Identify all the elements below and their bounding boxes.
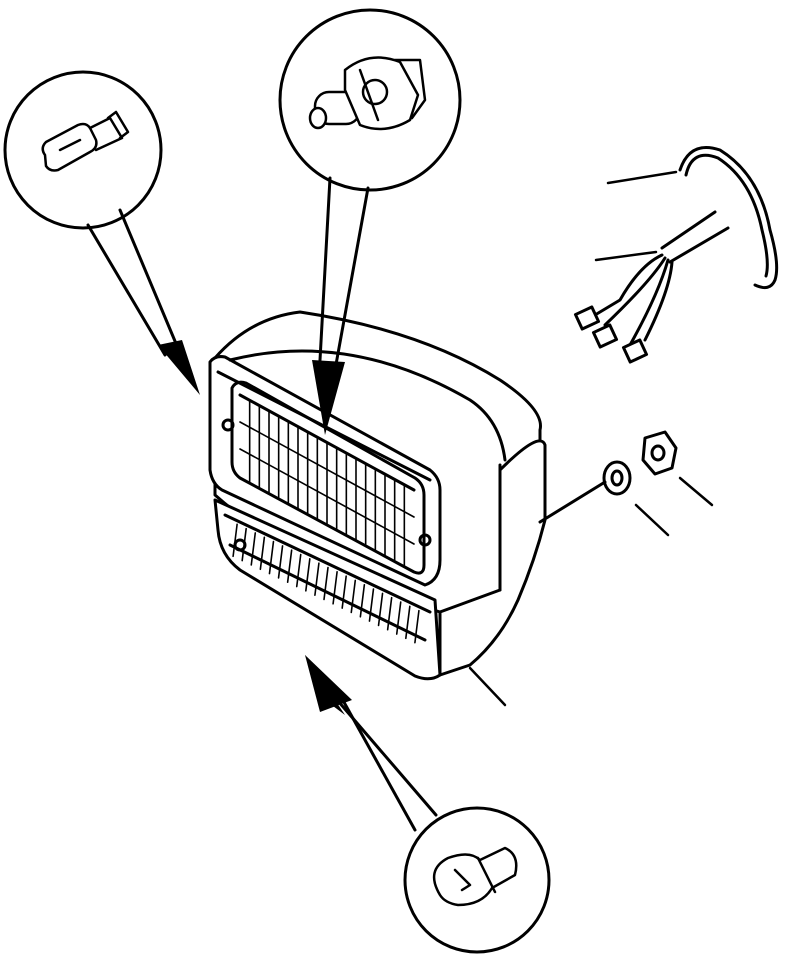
lower-lens-rib xyxy=(286,549,293,584)
lower-lens-rib xyxy=(368,588,375,622)
signal-bulb-icon xyxy=(432,846,518,907)
lower-lens-rib xyxy=(259,536,266,571)
signal-bulb-callout xyxy=(305,655,551,954)
lower-lens-rib xyxy=(232,523,238,558)
wiring-harness-icon xyxy=(573,146,779,364)
lower-lens-rib xyxy=(395,601,402,635)
halogen-bulb-callout xyxy=(278,8,462,435)
lens-grid-line xyxy=(239,448,415,545)
lower-lens-ribs xyxy=(232,523,420,644)
lower-lens-rib xyxy=(341,575,347,609)
lower-lens-rib xyxy=(295,553,302,588)
nut-icon xyxy=(641,430,714,507)
lower-lens-rib xyxy=(323,566,329,601)
lens-grid-line xyxy=(239,421,415,518)
halogen-bulb-icon xyxy=(308,56,427,131)
housing-leader-line xyxy=(468,666,507,707)
lamp-housing xyxy=(208,310,547,681)
washer-icon xyxy=(538,460,670,537)
wedge-bulb-callout xyxy=(3,70,200,395)
lower-lens-rib xyxy=(250,532,257,566)
wedge-bulb-icon xyxy=(41,110,130,172)
lower-lens-rib xyxy=(350,579,357,614)
lower-lens-rib xyxy=(386,596,393,631)
lower-lens-rib xyxy=(277,545,284,579)
lower-lens-rib xyxy=(405,605,411,640)
lower-lens-rib xyxy=(268,540,275,575)
lower-lens-rib xyxy=(359,583,366,618)
lens-grid xyxy=(239,399,415,568)
lower-lens-rib xyxy=(314,562,320,596)
lower-lens-rib xyxy=(305,558,311,592)
lower-lens-rib xyxy=(241,527,247,562)
lower-lens-rib xyxy=(332,571,338,605)
lower-lens-rib xyxy=(414,609,420,644)
lower-lens-rib xyxy=(377,592,384,627)
